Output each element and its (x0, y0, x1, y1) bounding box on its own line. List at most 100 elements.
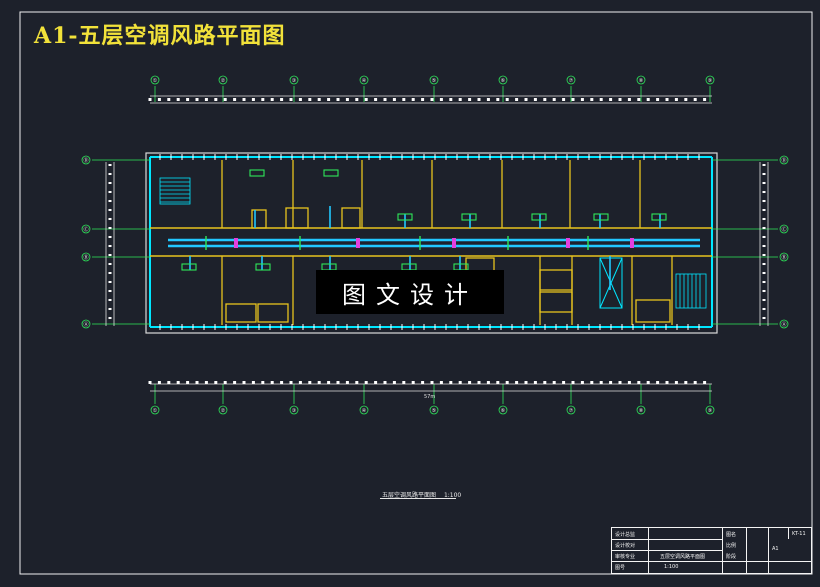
dimension-tick (430, 381, 434, 384)
column-axis-label: ⑧ (639, 408, 644, 414)
column-axis-label: ③ (292, 78, 296, 84)
dimension-tick (108, 317, 112, 319)
dimension-tick (703, 381, 707, 384)
dimension-tick (439, 381, 443, 384)
dimension-tick (552, 98, 556, 101)
dimension-tick (108, 191, 112, 193)
dimension-tick (374, 98, 378, 101)
dimension-tick (762, 236, 766, 238)
dimension-tick (656, 98, 660, 101)
caption-scale: 1:100 (443, 492, 462, 499)
dimension-tick (280, 381, 284, 384)
dimension-marks (108, 98, 766, 384)
dimension-tick (458, 98, 462, 101)
dimension-tick (195, 98, 199, 101)
dimension-tick (411, 381, 415, 384)
row-axis-label: Ⓑ (781, 254, 786, 261)
dimension-tick (157, 381, 161, 384)
building-outline (145, 152, 718, 334)
column-axis-label: ⑥ (501, 78, 506, 84)
dimension-tick (157, 98, 161, 101)
dimension-tick (242, 98, 246, 101)
watermark: 图文设计 (316, 270, 504, 314)
stair-left (159, 177, 191, 205)
dimension-tick (505, 98, 509, 101)
column-axis-bubble (218, 405, 228, 415)
dimension-tick (762, 308, 766, 310)
window-ticks (159, 154, 700, 330)
dimension-tick (762, 290, 766, 292)
dimension-tick (674, 98, 678, 101)
column-axis-label: ① (153, 408, 158, 414)
dimension-tick (458, 381, 462, 384)
column-axis-label: ② (221, 408, 226, 414)
dimension-tick (214, 381, 218, 384)
row-axis-bubble (81, 319, 91, 329)
dimension-tick (355, 98, 359, 101)
column-axis-bubble (566, 75, 576, 85)
dimension-tick (251, 98, 255, 101)
row-axis-bubble (81, 155, 91, 165)
dimension-tick (289, 98, 293, 101)
dimension-tick (665, 98, 669, 101)
tb-col-line (746, 528, 747, 573)
dimension-tick (270, 381, 274, 384)
dimension-tick (571, 98, 575, 101)
column-axis-bubble (498, 75, 508, 85)
column-axis-label: ⑥ (501, 408, 506, 414)
column-axis-label: ⑤ (432, 78, 436, 84)
dimension-tick (674, 381, 678, 384)
dimension-tick (449, 381, 453, 384)
dimension-tick (762, 182, 766, 184)
dimension-tick (762, 254, 766, 256)
dimension-tick (108, 254, 112, 256)
dimension-tick (242, 381, 246, 384)
dimension-tick (496, 98, 500, 101)
dimension-tick (468, 381, 472, 384)
dimension-tick (204, 98, 208, 101)
dimension-tick (176, 98, 180, 101)
tb-label: 图名 (726, 532, 737, 538)
sheet-border (19, 11, 813, 575)
row-axis-bubble (81, 252, 91, 262)
dimension-tick (270, 98, 274, 101)
tb-stamp: A1 (772, 546, 779, 552)
dimension-tick (762, 218, 766, 220)
row-axis-label: Ⓒ (83, 226, 88, 233)
column-axis-bubble (150, 405, 160, 415)
dimension-tick (392, 98, 396, 101)
dimension-tick (552, 381, 556, 384)
dimension-tick (108, 236, 112, 238)
dimension-tick (402, 381, 406, 384)
tb-row-line (612, 550, 722, 551)
dimension-tick (402, 98, 406, 101)
dimension-tick (762, 227, 766, 229)
duct-segments-green (205, 236, 589, 250)
column-axis-label: ⑤ (432, 408, 436, 414)
column-axis-bubble (150, 75, 160, 85)
dimension-tick (515, 98, 519, 101)
title-block: 设计总监 设计校对 审核专业 图号 五层空调风路平面图 1:100 图名 比例 … (611, 527, 812, 574)
dimension-tick (233, 381, 237, 384)
dimension-tick (261, 98, 265, 101)
column-axis-label: ② (221, 78, 226, 84)
dimension-tick (148, 98, 152, 101)
dimension-tick (108, 173, 112, 175)
dimension-tick (108, 281, 112, 283)
tb-sheet: 1:100 (664, 564, 679, 570)
page-title: A1-五层空调风路平面图 (34, 23, 286, 49)
dimension-tick (364, 381, 368, 384)
dimension-tick (289, 381, 293, 384)
exterior-walls (149, 156, 713, 328)
dimension-tick (108, 299, 112, 301)
dimension-tick (524, 381, 528, 384)
row-axis-bubble (779, 319, 789, 329)
tb-drawing-name: 五层空调风路平面图 (660, 554, 706, 560)
tb-label: 比例 (726, 543, 737, 549)
tb-label: 审核专业 (615, 554, 636, 560)
dimension-tick (364, 98, 368, 101)
column-axis-label: ⑦ (569, 408, 574, 414)
dimension-tick (762, 191, 766, 193)
